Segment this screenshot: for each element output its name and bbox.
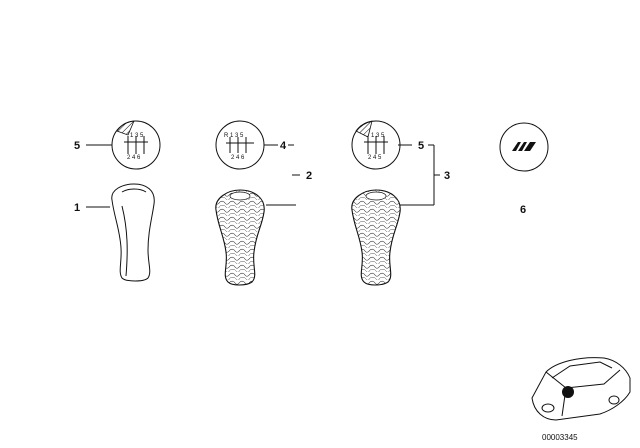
shift-pattern-top: 1 3 5 bbox=[371, 133, 385, 139]
shift-knob-plain bbox=[111, 183, 155, 282]
callout-5-right: 5 bbox=[418, 140, 424, 152]
shift-cap-left: 1 3 5 2 4 6 bbox=[111, 120, 161, 170]
callout-3: 3 bbox=[444, 170, 450, 182]
callout-5-left: 5 bbox=[74, 140, 80, 152]
shift-pattern-bottom: 2 4 6 bbox=[127, 155, 141, 161]
m-emblem: M bbox=[499, 122, 549, 172]
shift-pattern-bottom: 2 4 6 bbox=[231, 155, 245, 161]
callout-1: 1 bbox=[74, 202, 80, 214]
car-locator-icon bbox=[531, 357, 631, 421]
shift-pattern-top: 1 3 5 bbox=[130, 133, 144, 139]
callout-4: 4 bbox=[280, 140, 287, 152]
shift-pattern-top: R 1 3 5 bbox=[224, 133, 244, 139]
leader-lines bbox=[86, 144, 440, 208]
shift-pattern-bottom: 2 4 5 bbox=[368, 155, 382, 161]
diagram-id: 00003345 bbox=[542, 433, 578, 442]
shift-knob-wood-right bbox=[351, 189, 401, 286]
callout-2: 2 bbox=[306, 170, 312, 182]
shift-cap-middle: R 1 3 5 2 4 6 bbox=[215, 120, 265, 170]
shift-cap-right: 1 3 5 2 4 5 bbox=[351, 120, 401, 170]
shift-knob-wood-middle bbox=[215, 189, 265, 286]
callout-6: 6 bbox=[520, 204, 526, 216]
